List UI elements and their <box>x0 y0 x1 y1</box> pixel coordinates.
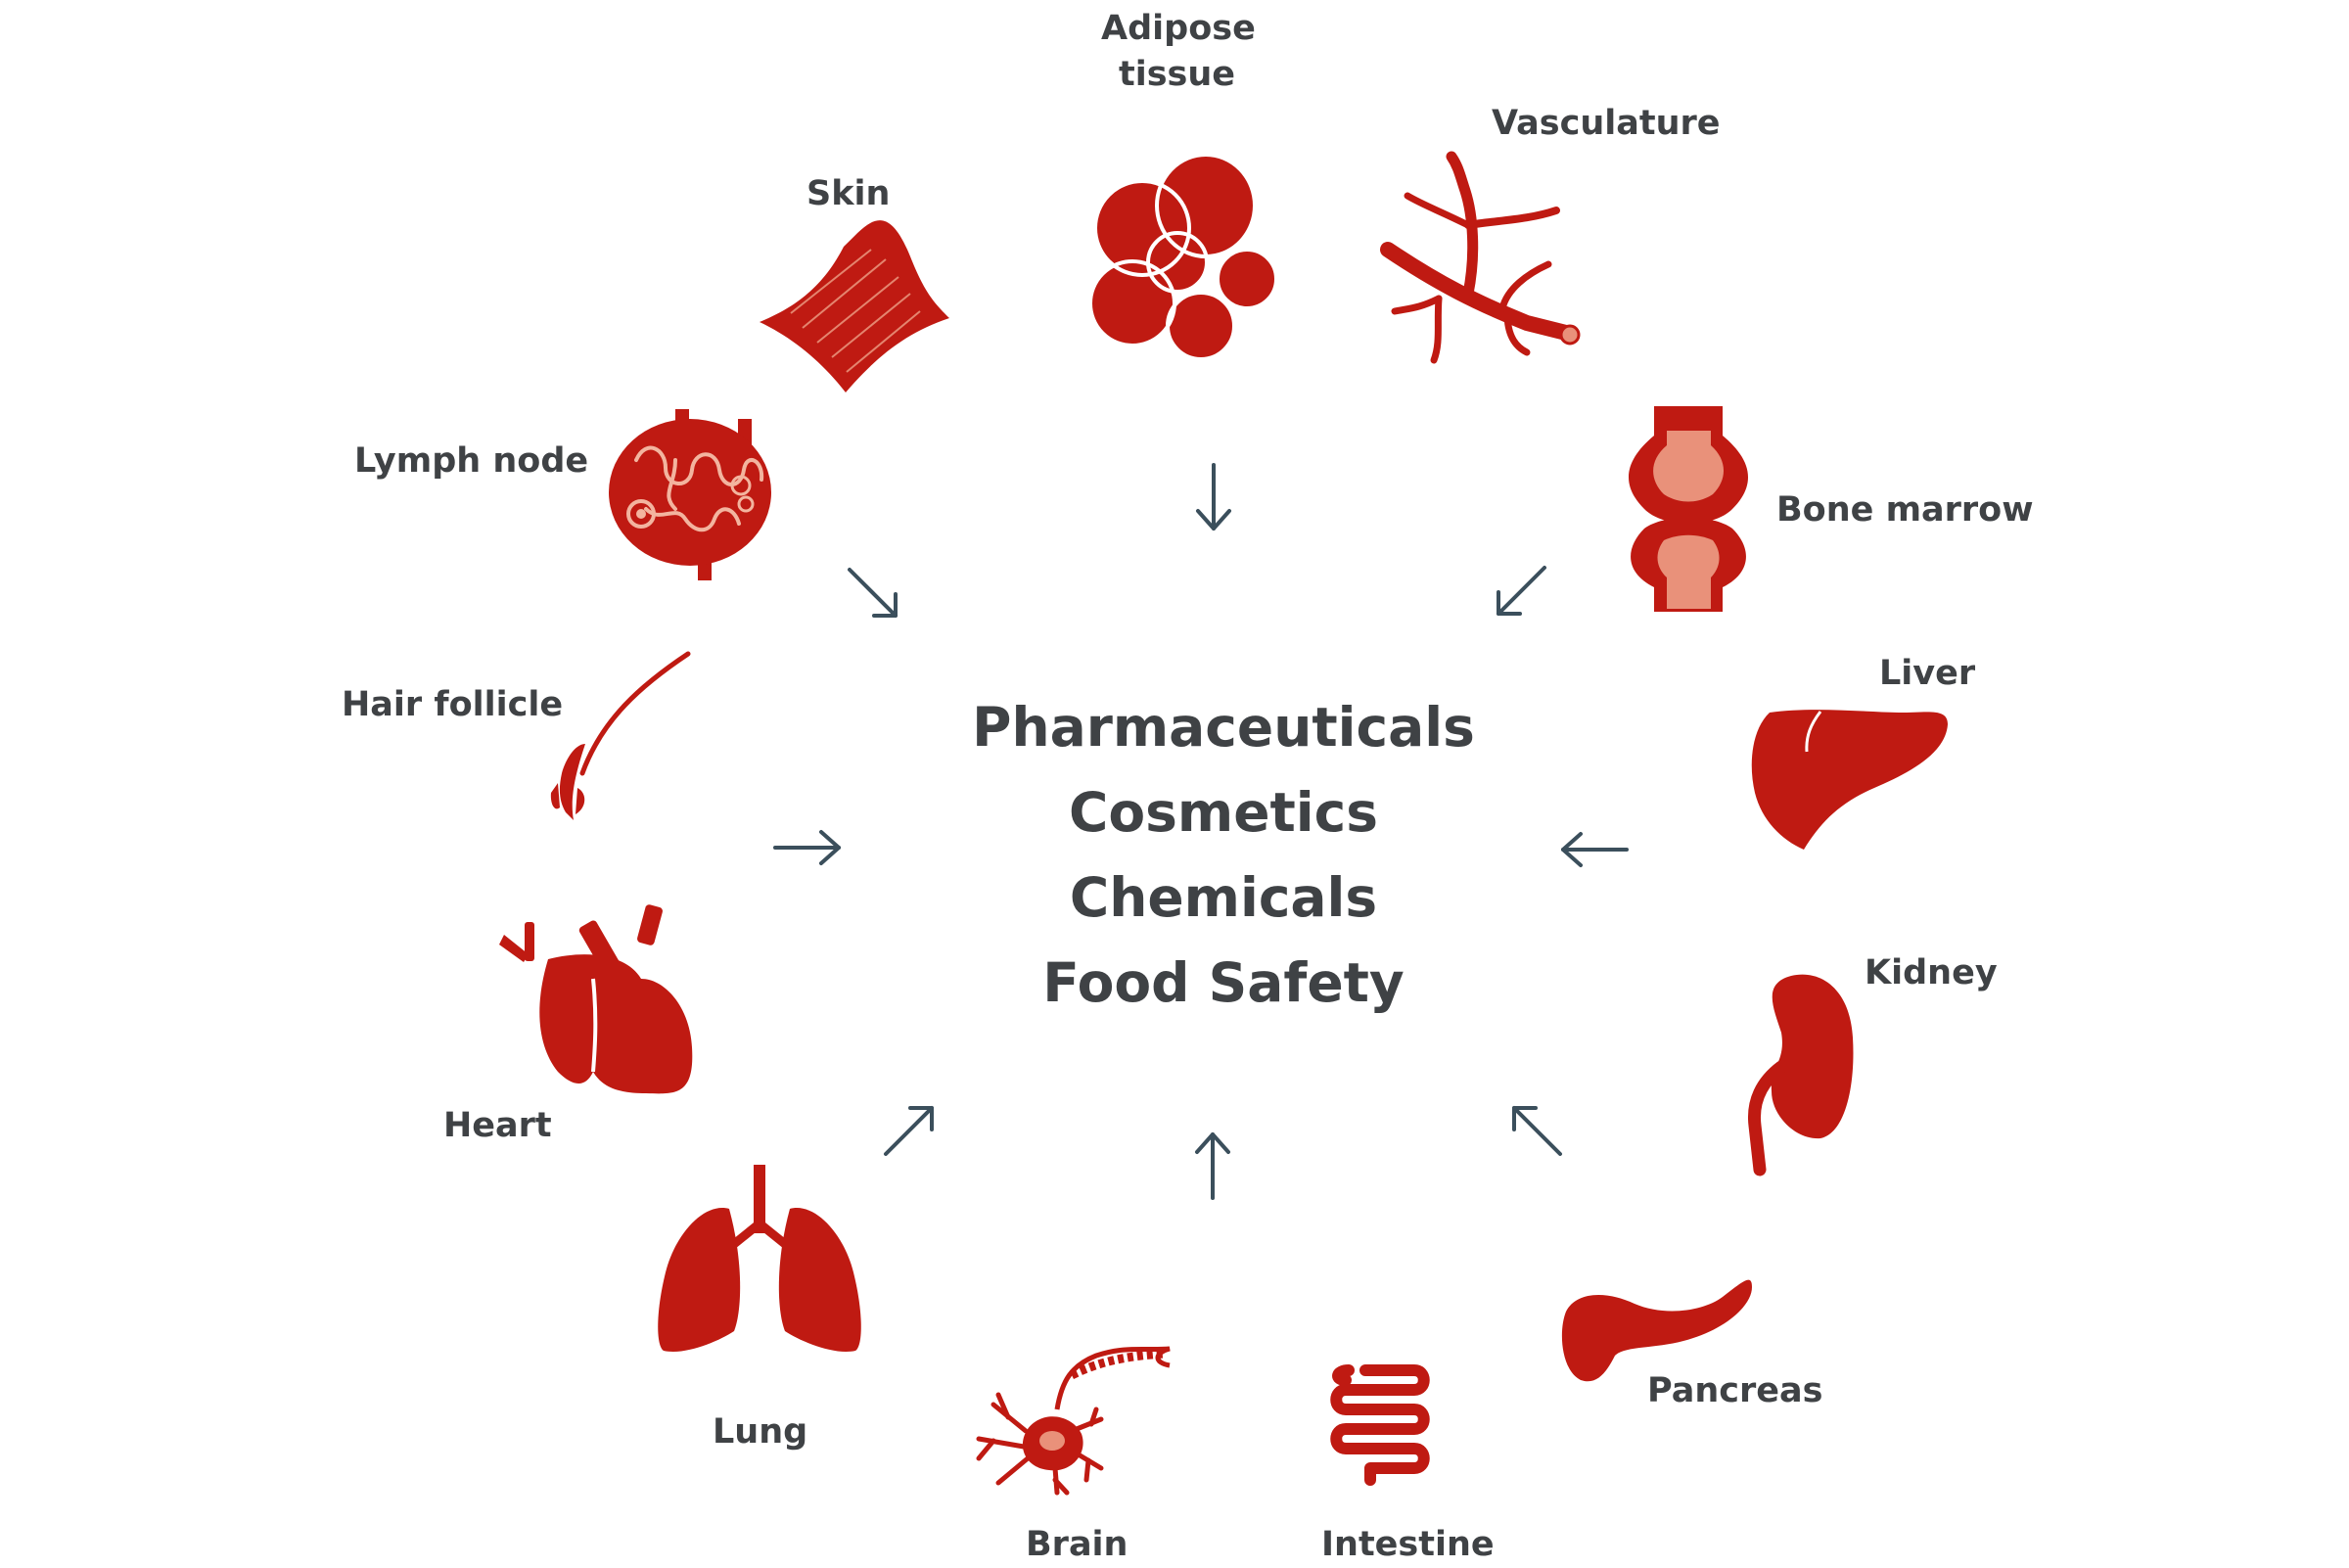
label-kidney: Kidney <box>1865 953 1998 992</box>
center-item-food-safety: Food Safety <box>1042 951 1405 1014</box>
arrow-bone <box>1497 566 1546 616</box>
skin-icon <box>760 220 949 392</box>
lymph-node-icon <box>609 409 771 580</box>
label-lung: Lung <box>713 1412 808 1452</box>
center-item-cosmetics: Cosmetics <box>1069 781 1378 844</box>
arrow-intestine <box>1195 1132 1230 1200</box>
label-bone-marrow: Bone marrow <box>1776 490 2034 530</box>
brain-icon <box>976 1346 1171 1496</box>
vasculature-icon <box>1380 151 1581 364</box>
lung-icon <box>658 1165 861 1352</box>
label-hair-follicle: Hair follicle <box>342 685 564 724</box>
label-lymph-node: Lymph node <box>354 441 589 481</box>
hair-follicle-icon <box>550 651 691 820</box>
center-item-chemicals: Chemicals <box>1069 866 1378 929</box>
center-item-pharmaceuticals: Pharmaceuticals <box>972 696 1475 759</box>
intestine-icon <box>1330 1364 1430 1486</box>
label-vasculature: Vasculature <box>1492 104 1721 143</box>
label-adipose-tissue: Adipose tissue <box>1101 9 1256 95</box>
arrow-hair <box>773 830 841 865</box>
center-applications: Pharmaceuticals Cosmetics Chemicals Food… <box>930 685 1517 1026</box>
label-intestine: Intestine <box>1321 1525 1495 1564</box>
arrow-lymph <box>848 568 898 618</box>
arrow-kidney <box>1512 1106 1562 1156</box>
pancreas-icon <box>1561 1279 1752 1382</box>
arrow-adipose <box>1196 463 1231 530</box>
heart-icon <box>499 904 693 1094</box>
label-pancreas: Pancreas <box>1647 1371 1823 1410</box>
adipose-icon <box>1088 153 1278 361</box>
label-skin: Skin <box>806 174 891 213</box>
label-heart: Heart <box>443 1106 552 1145</box>
label-brain: Brain <box>1026 1525 1128 1564</box>
label-liver: Liver <box>1879 654 1976 693</box>
arrow-liver <box>1561 832 1629 867</box>
bone-marrow-icon <box>1628 406 1749 612</box>
liver-icon <box>1751 710 1948 850</box>
arrow-lung <box>884 1106 934 1156</box>
kidney-icon <box>1747 974 1854 1176</box>
